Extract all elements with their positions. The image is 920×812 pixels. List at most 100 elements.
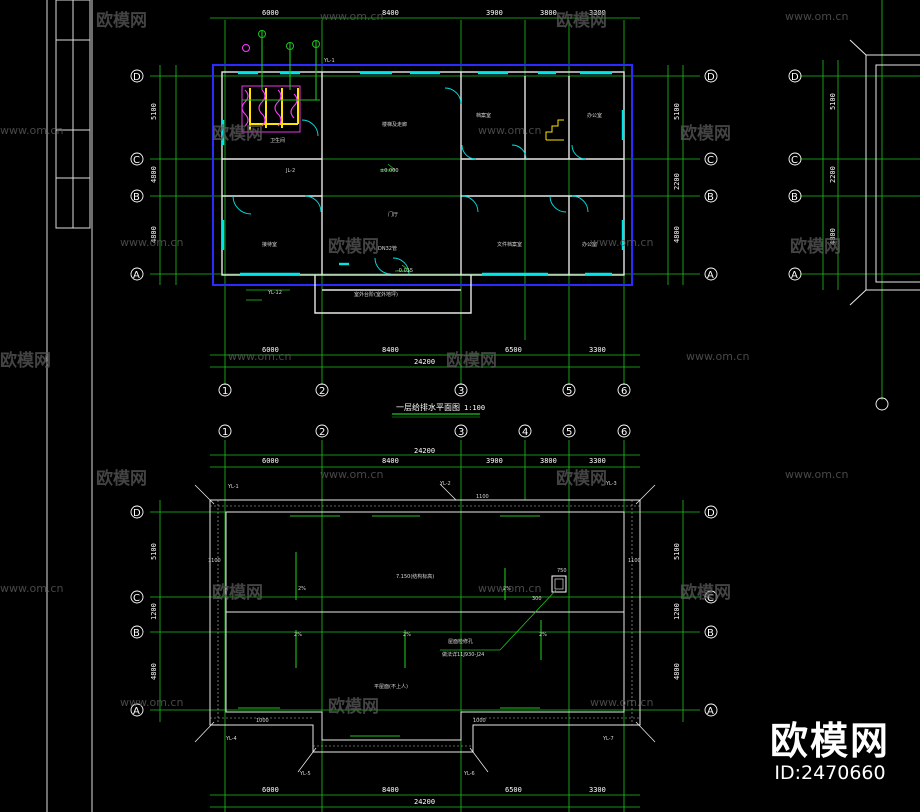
- yl4-label: YL-4: [225, 736, 237, 742]
- plan1-scale: 1:100: [464, 404, 485, 412]
- plan1-yl1-label: YL-1: [323, 58, 335, 64]
- watermark-url: www.om.cn: [0, 124, 63, 137]
- p1-bot-dim-2: 8400: [382, 346, 399, 354]
- p2-grid-5: 5: [566, 427, 572, 438]
- brand-name: 欧模网: [769, 719, 890, 763]
- roof-elevation: 7.150(结构标高): [396, 573, 434, 580]
- rp-dim-3: 4800: [829, 228, 837, 245]
- p1-rside-dim-3: 4800: [673, 226, 681, 243]
- bot-1000: 1000: [256, 718, 269, 724]
- p2-top-dim-3: 3900: [486, 457, 503, 465]
- watermarks: 欧模网 欧模网 www.om.cn www.om.cn 欧模网 欧模网 www.…: [0, 10, 848, 717]
- yl3-label: YL-3: [605, 481, 617, 487]
- brand-badge: 欧模网 ID:2470660: [770, 720, 890, 784]
- p1-grid-6: 6: [621, 386, 627, 397]
- watermark-brand: 欧模网: [96, 10, 147, 31]
- right-partial-plan: D C B A 5100 2200 4800: [788, 0, 920, 411]
- p2-grid-C-right: C: [707, 593, 714, 604]
- room-label-big: 楼梯及走廊: [382, 121, 407, 128]
- roof-label: 平屋面(不上人): [374, 683, 408, 690]
- p2-grid-B-left: B: [133, 628, 140, 639]
- watermark-brand: 欧模网: [680, 123, 731, 144]
- room-label-d: 办公室: [582, 241, 597, 248]
- watermark-url: www.om.cn: [478, 582, 541, 595]
- p1-top-dim-5: 3300: [589, 9, 606, 17]
- p2-bot-dim-2: 8400: [382, 786, 399, 794]
- rp-grid-C: C: [791, 155, 798, 166]
- entrance-label: 室外台阶(室外地坪): [354, 291, 398, 298]
- ladder-note: YL-12: [267, 290, 282, 296]
- plan1: 楼梯及走廊 档案室 办公室 文件档案室 办公室 接待室 门厅 卫生间 JL-2 …: [130, 9, 718, 418]
- yl5-label: YL-5: [299, 771, 311, 777]
- watermark-url: www.om.cn: [785, 10, 848, 23]
- p1-bot-dim-4: 3300: [589, 346, 606, 354]
- slope-1: 2%: [298, 586, 306, 592]
- room-label-c: 文件档案室: [497, 241, 522, 248]
- hatch-dim-w: 750: [557, 568, 567, 574]
- hatch-dim-h: 300: [532, 596, 542, 602]
- p1-grid-2: 2: [319, 386, 325, 397]
- watermark-url: www.om.cn: [320, 468, 383, 481]
- p2-rside-dim-1: 5100: [673, 543, 681, 560]
- p2-grid-D-left: D: [133, 508, 141, 519]
- p2-side-dim-3: 4800: [150, 663, 158, 680]
- parapet-hatch: [210, 500, 640, 747]
- p1-grid-C-right: C: [707, 155, 714, 166]
- pipe-note: DN32管: [378, 245, 397, 252]
- p1-grid-1: 1: [222, 386, 228, 397]
- p1-grid-D-left: D: [133, 72, 141, 83]
- slope-4: 2%: [403, 632, 411, 638]
- hatch-note-1: 屋面检修孔: [448, 638, 473, 645]
- top-1100: 1100: [476, 494, 489, 500]
- watermark-brand: 欧模网: [680, 582, 731, 603]
- yl7-label: YL-7: [602, 736, 614, 742]
- p1-grid-D-right: D: [707, 72, 715, 83]
- slope-5: 2%: [539, 632, 547, 638]
- toilet-piping: [241, 30, 320, 133]
- p1-side-dim-1: 5100: [150, 103, 158, 120]
- p1-grid-C-left: C: [133, 155, 140, 166]
- room-label-hall: 门厅: [388, 211, 398, 218]
- rp-dim-2: 2200: [829, 166, 837, 183]
- floor-elevation: ±0.000: [380, 168, 399, 174]
- p1-grid-5: 5: [566, 386, 572, 397]
- brand-id: ID:2470660: [774, 762, 886, 784]
- p2-top-dim-1: 6000: [262, 457, 279, 465]
- p1-grid-A-left: A: [133, 270, 140, 281]
- p1-bot-dim-1: 6000: [262, 346, 279, 354]
- p1-grid-B-left: B: [133, 192, 140, 203]
- p2-bot-dim-4: 3300: [589, 786, 606, 794]
- p2-top-dim-5: 3300: [589, 457, 606, 465]
- yl6-label: YL-6: [463, 771, 475, 777]
- p2-bot-dim-3: 6500: [505, 786, 522, 794]
- p2-side-dim-1: 5100: [150, 543, 158, 560]
- watermark-brand: 欧模网: [328, 236, 379, 257]
- p2-grid-A-right: A: [707, 706, 714, 717]
- rp-grid-B: B: [791, 192, 798, 203]
- p1-top-dim-4: 3800: [540, 9, 557, 17]
- p2-bot-dim-1: 6000: [262, 786, 279, 794]
- p2-rside-dim-3: 4800: [673, 663, 681, 680]
- title-block-strip: [46, 0, 93, 812]
- p2-top-dim-2: 8400: [382, 457, 399, 465]
- plan1-title: 一层给排水平面图: [396, 402, 460, 412]
- watermark-brand: 欧模网: [790, 236, 841, 257]
- room-label-lobby: 接待室: [262, 241, 277, 248]
- watermark-url: www.om.cn: [686, 350, 749, 363]
- watermark-url: www.om.cn: [120, 236, 183, 249]
- watermark-brand: 欧模网: [212, 582, 263, 603]
- rp-grid-A: A: [791, 270, 798, 281]
- watermark-brand: 欧模网: [0, 350, 51, 371]
- yl1-label: YL-1: [227, 484, 239, 490]
- p2-grid-C-left: C: [133, 593, 140, 604]
- p1-top-dim-3: 3900: [486, 9, 503, 17]
- p2-grid-3: 3: [458, 427, 464, 438]
- slope-3: 2%: [294, 632, 302, 638]
- room-label-toilet: 卫生间: [270, 137, 285, 144]
- p1-side-dim-2: 4800: [150, 166, 158, 183]
- p1-grid-B-right: B: [707, 192, 714, 203]
- watermark-url: www.om.cn: [478, 124, 541, 137]
- watermark-brand: 欧模网: [556, 468, 607, 489]
- watermark-brand: 欧模网: [328, 696, 379, 717]
